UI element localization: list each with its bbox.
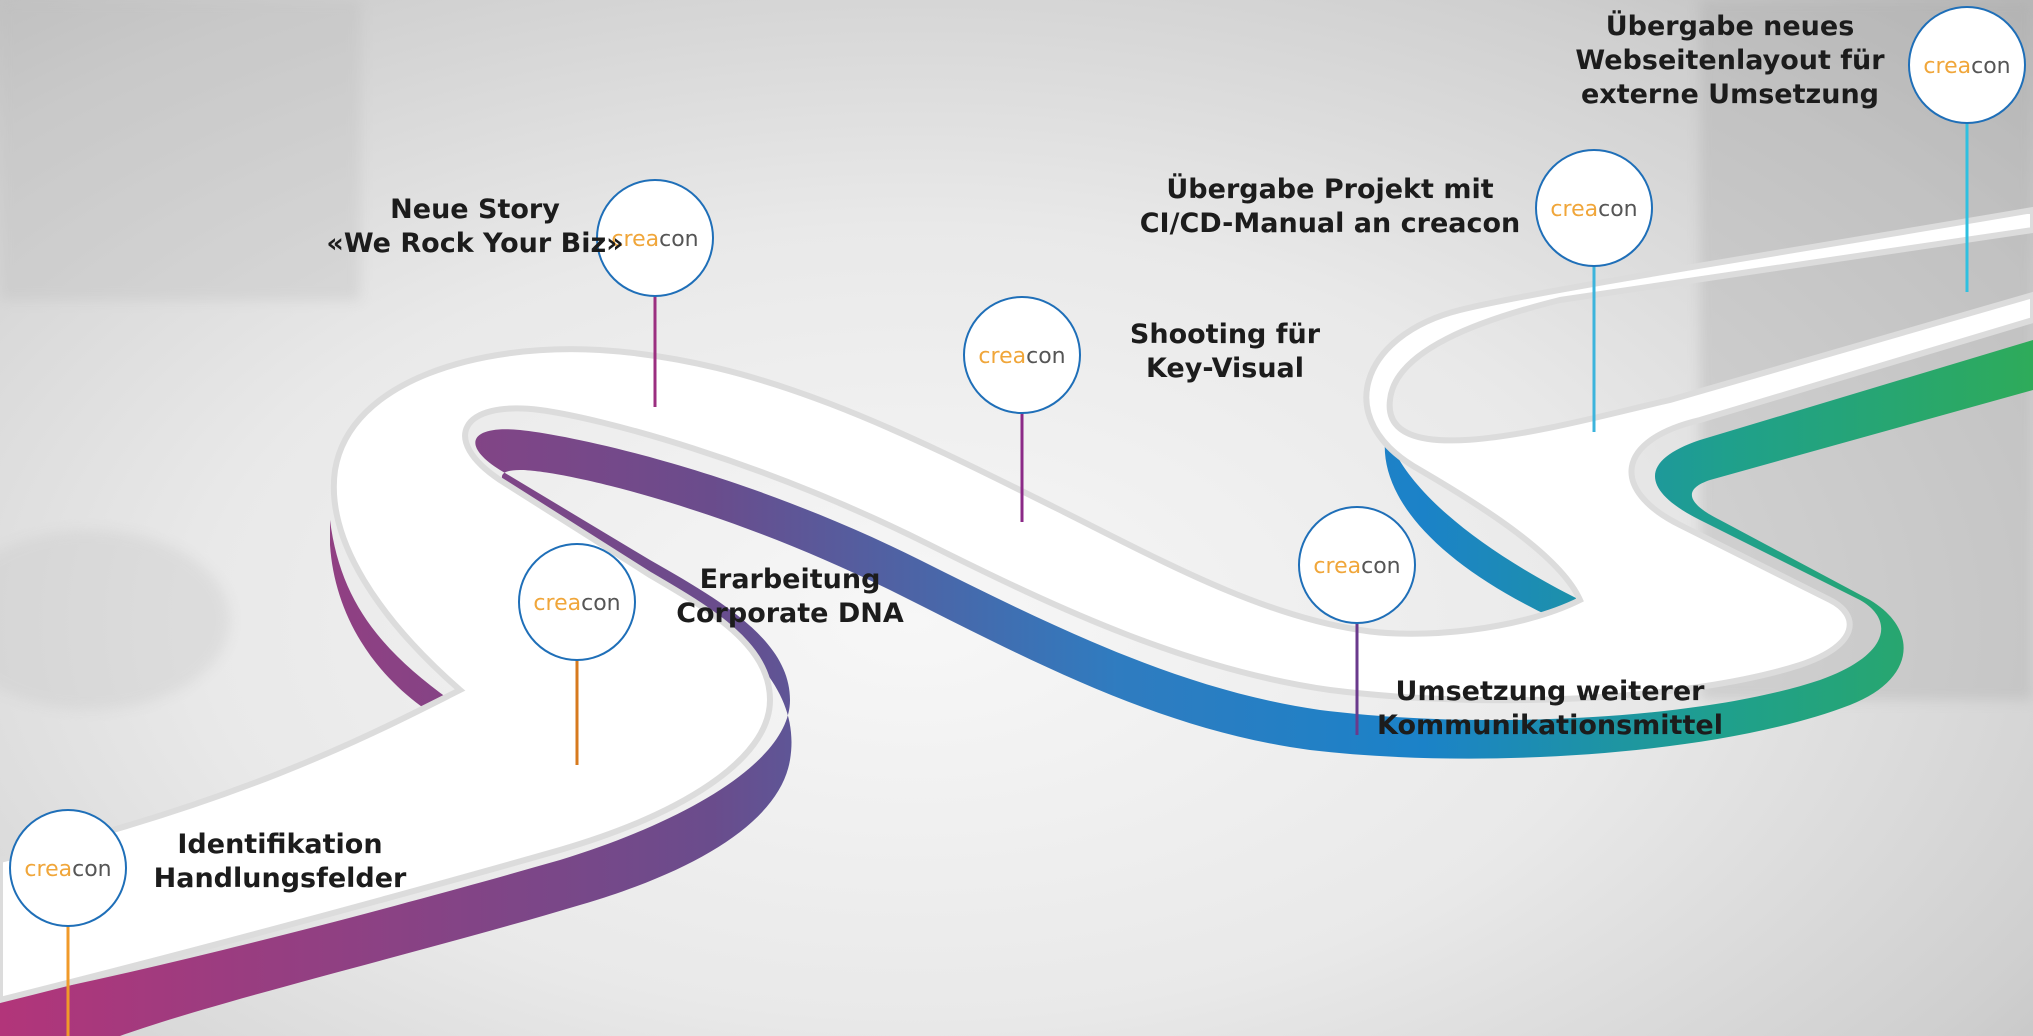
logo-badge [518, 543, 636, 661]
milestone-label: Erarbeitung Corporate DNA [676, 564, 904, 629]
creacon-logo: creacon [24, 857, 111, 882]
milestone-pin: creacon [518, 543, 636, 765]
milestone-label: Shooting für Key-Visual [1129, 319, 1321, 384]
creacon-logo: creacon [1923, 54, 2010, 79]
milestone-pin: creacon [596, 179, 714, 407]
logo-badge [9, 809, 127, 927]
milestone-label: Umsetzung weiterer Kommunikationsmittel [1377, 676, 1723, 741]
milestone-label: Übergabe neues Webseitenlayout für exter… [1575, 11, 1885, 110]
logo-badge [1535, 149, 1653, 267]
milestone-pin: creacon [1908, 6, 2026, 292]
milestone-pin: creacon [9, 809, 127, 1036]
creacon-logo: creacon [611, 227, 698, 252]
logo-badge [1908, 6, 2026, 124]
logo-badge [596, 179, 714, 297]
milestone-pin: creacon [1535, 149, 1653, 432]
creacon-logo: creacon [1313, 554, 1400, 579]
road-surface [0, 206, 2033, 1004]
logo-badge [963, 296, 1081, 414]
milestone-label: Neue Story «We Rock Your Biz» [326, 194, 624, 259]
milestone-label: Identifikation Handlungsfelder [153, 829, 407, 894]
milestone-pin: creacon [1298, 506, 1416, 735]
milestone-pin: creacon [963, 296, 1081, 522]
logo-badge [1298, 506, 1416, 624]
milestone-label: Übergabe Projekt mit CI/CD-Manual an cre… [1139, 174, 1521, 239]
creacon-logo: creacon [1550, 197, 1637, 222]
creacon-logo: creacon [978, 344, 1065, 369]
creacon-logo: creacon [533, 591, 620, 616]
